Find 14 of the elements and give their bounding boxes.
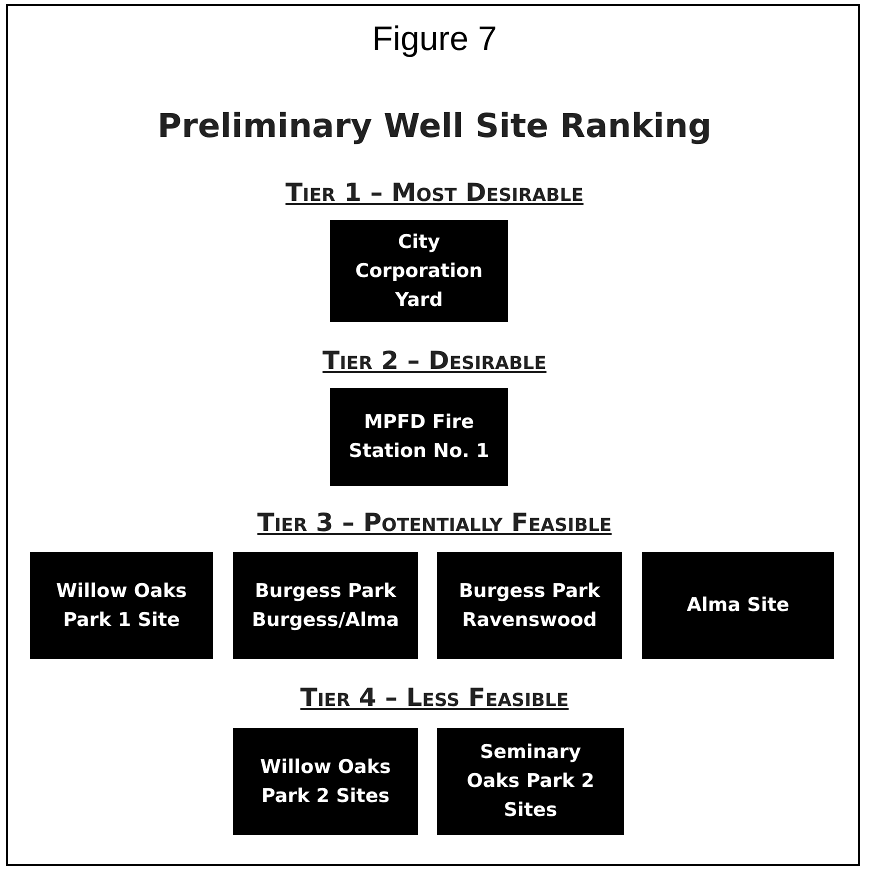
site-box: MPFD Fire Station No. 1 — [330, 388, 508, 486]
site-box: Willow Oaks Park 2 Sites — [233, 728, 418, 835]
site-box: Burgess Park Ravenswood — [437, 552, 622, 659]
site-box: Seminary Oaks Park 2 Sites — [437, 728, 624, 835]
tier-heading: Tier 4 – Less Feasible — [300, 683, 569, 712]
site-box: Burgess Park Burgess/Alma — [233, 552, 418, 659]
figure-number: Figure 7 — [372, 20, 497, 59]
site-box: City Corporation Yard — [330, 220, 508, 322]
tier-heading: Tier 2 – Desirable — [322, 346, 546, 375]
site-box: Willow Oaks Park 1 Site — [30, 552, 213, 659]
site-box: Alma Site — [642, 552, 834, 659]
diagram-title: Preliminary Well Site Ranking — [157, 106, 712, 145]
tier-heading: Tier 1 – Most Desirable — [285, 178, 584, 207]
tier-heading: Tier 3 – Potentially Feasible — [257, 508, 612, 537]
